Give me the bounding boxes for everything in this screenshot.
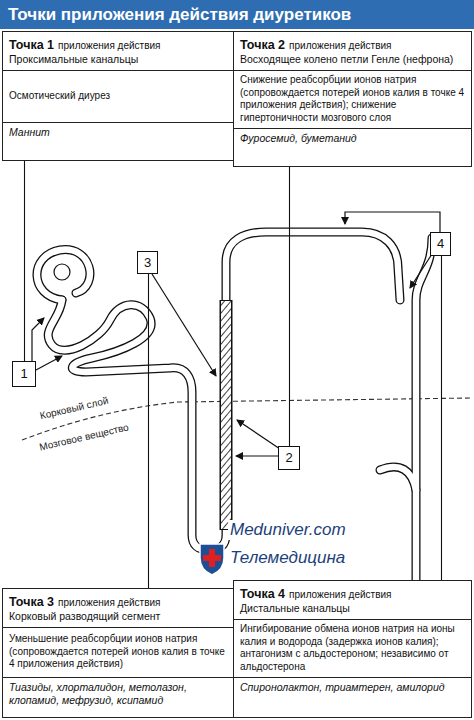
arrow-1b — [36, 356, 62, 370]
arrow-1a — [32, 318, 44, 361]
arrow-2b — [237, 420, 280, 449]
mechanism-section: Уменьшение реабсорбции ионов натрия (соп… — [3, 627, 233, 677]
mechanism-text: Осмотический диурез — [9, 90, 227, 103]
watermark-text: Meduniver.com — [228, 520, 348, 540]
leader-connector — [441, 256, 442, 580]
drug-section: Фуросемид, буметанид — [234, 128, 471, 166]
title-bar: Точки приложения действия диуретиков — [0, 0, 474, 29]
nephron-tubule — [48, 232, 400, 550]
point-number: Точка 1 — [9, 38, 54, 52]
mechanism-section: Осмотический диурез — [3, 70, 233, 122]
callout-number: 3 — [144, 256, 151, 270]
point-subtitle: приложения действия — [289, 589, 391, 600]
shield-body — [200, 544, 224, 575]
callout-box: 1 — [12, 361, 36, 387]
drug-section: Тиазиды, хлорталидон, метолазон, клопами… — [3, 677, 233, 717]
arrow-3 — [152, 274, 216, 376]
header-section: Точка 4 приложения действияДистальные кан… — [234, 581, 471, 619]
point-subtitle: приложения действия — [58, 597, 160, 608]
tubule-outline — [37, 232, 432, 590]
callout-number: 4 — [437, 237, 444, 251]
nephron-lumen — [48, 232, 400, 550]
site-name: Дистальные канальцы — [240, 602, 465, 615]
point-number: Точка 3 — [9, 595, 54, 609]
callout-arrows — [32, 212, 440, 456]
drug-list: Маннит — [9, 126, 227, 139]
leader-connector — [24, 161, 25, 361]
header-section: Точка 1 приложения действияПроксимальные … — [3, 32, 233, 70]
mechanism-text: Ингибирование обмена ионов натрия на ион… — [240, 623, 465, 673]
watermark-shield — [200, 544, 224, 575]
mechanism-text: Уменьшение реабсорбции ионов натрия (соп… — [9, 633, 227, 671]
point-number: Точка 2 — [240, 38, 285, 52]
callout-box: 3 — [137, 251, 158, 274]
point-box: Точка 4 приложения действияДистальные кан… — [233, 580, 472, 718]
duct-branch — [380, 467, 416, 490]
point-box: Точка 3 приложения действияКорковый разво… — [2, 588, 234, 718]
site-name: Восходящее колено петли Генле (нефрона) — [240, 53, 465, 66]
callout-number: 1 — [20, 367, 27, 381]
callout-number: 2 — [285, 451, 292, 465]
point-box: Точка 2 приложения действияВосходящее кол… — [233, 31, 472, 167]
leader-connector — [289, 167, 290, 446]
drug-list: Фуросемид, буметанид — [240, 132, 465, 145]
mechanism-text: Снижение реабсорбции ионов натрия (сопро… — [240, 74, 465, 124]
callout-box: 2 — [278, 446, 300, 470]
point-subtitle: приложения действия — [58, 40, 160, 51]
arrow-4a — [345, 212, 440, 232]
header-section: Точка 3 приложения действияКорковый разво… — [3, 589, 233, 627]
header-line: Точка 4 приложения действия — [240, 584, 465, 602]
title-text: Точки приложения действия диуретиков — [0, 0, 474, 29]
point-subtitle: приложения действия — [289, 40, 391, 51]
zone-label: Корковый слой — [39, 395, 110, 421]
duct-branch-lumen — [380, 467, 416, 490]
watermark-text: Телемедицина — [228, 548, 347, 568]
thick-limb-hatching — [221, 301, 231, 529]
collecting-duct-lumen — [416, 238, 432, 590]
tubule-lumen — [37, 232, 432, 590]
bowman-capsule-lumen — [37, 250, 90, 300]
arrow-4b — [410, 254, 432, 288]
zone-label: Мозговое вещество — [38, 421, 129, 452]
arrow-2a — [236, 455, 279, 456]
header-line: Точка 3 приложения действия — [9, 592, 227, 610]
drug-list: Спиронолактон, триамтерен, амилорид — [240, 681, 465, 694]
red-cross-h — [203, 555, 221, 561]
point-number: Точка 4 — [240, 587, 285, 601]
thick-ascending-limb — [220, 300, 233, 530]
callout-box: 4 — [430, 232, 451, 256]
drug-section: Маннит — [3, 122, 233, 160]
leader-connector — [148, 274, 149, 588]
glomerulus — [54, 264, 70, 280]
collecting-duct — [416, 238, 432, 590]
header-line: Точка 2 приложения действия — [240, 35, 465, 53]
bowman-capsule — [37, 250, 90, 300]
mechanism-section: Снижение реабсорбции ионов натрия (сопро… — [234, 70, 471, 128]
drug-section: Спиронолактон, триамтерен, амилорид — [234, 677, 471, 717]
drug-list: Тиазиды, хлорталидон, метолазон, клопами… — [9, 681, 227, 707]
header-section: Точка 2 приложения действияВосходящее кол… — [234, 32, 471, 70]
site-name: Корковый разводящий сегмент — [9, 610, 227, 623]
header-line: Точка 1 приложения действия — [9, 35, 227, 53]
point-box: Точка 1 приложения действияПроксимальные … — [2, 31, 234, 161]
site-name: Проксимальные канальцы — [9, 53, 227, 66]
mechanism-section: Ингибирование обмена ионов натрия на ион… — [234, 619, 471, 677]
